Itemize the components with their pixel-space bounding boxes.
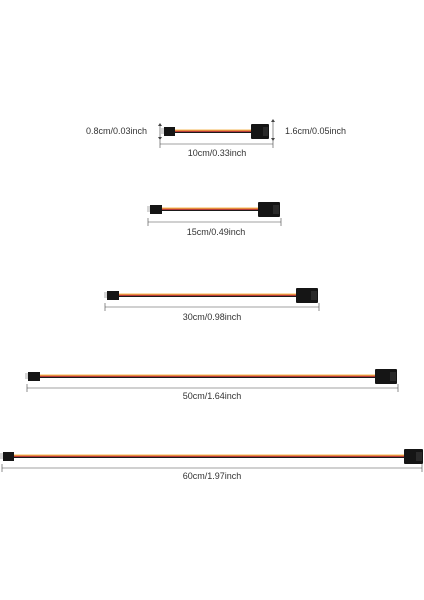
wire-bundle: [162, 207, 258, 211]
dimension-line: [159, 140, 274, 148]
length-label: 15cm/0.49inch: [187, 227, 246, 237]
cable-60cm: 60cm/1.97inch: [0, 449, 423, 481]
dimension-line: [104, 303, 320, 311]
large-connector-width-label: 1.6cm/0.05inch: [285, 126, 346, 136]
wire-bundle: [40, 374, 375, 378]
dimension-line: [147, 218, 282, 226]
wire-bundle: [14, 454, 404, 458]
female-connector: [251, 124, 269, 139]
cable-30cm: 30cm/0.98inch: [104, 288, 320, 322]
length-label: 60cm/1.97inch: [183, 471, 242, 481]
length-label: 30cm/0.98inch: [183, 312, 242, 322]
small-connector-height-marker: [158, 123, 162, 140]
female-connector: [404, 449, 423, 464]
male-connector: [147, 205, 162, 214]
small-connector-width-label: 0.8cm/0.03inch: [86, 126, 147, 136]
dimension-line: [1, 464, 423, 472]
female-connector: [296, 288, 318, 303]
large-connector-height-marker: [271, 119, 275, 141]
female-connector: [375, 369, 397, 384]
cable-10cm: 10cm/0.33inch 0.8cm/0.03inch 1.6cm/0.05i…: [86, 119, 346, 158]
female-connector: [258, 202, 280, 217]
male-connector: [25, 372, 40, 381]
cable-15cm: 15cm/0.49inch: [147, 202, 282, 237]
cable-50cm: 50cm/1.64inch: [25, 369, 399, 401]
wire-bundle: [175, 129, 251, 133]
male-connector: [104, 291, 119, 300]
male-connector: [0, 452, 14, 461]
wire-bundle: [119, 293, 296, 297]
length-label: 50cm/1.64inch: [183, 391, 242, 401]
length-label: 10cm/0.33inch: [188, 148, 247, 158]
dimension-line: [26, 384, 399, 392]
male-connector: [161, 127, 175, 136]
